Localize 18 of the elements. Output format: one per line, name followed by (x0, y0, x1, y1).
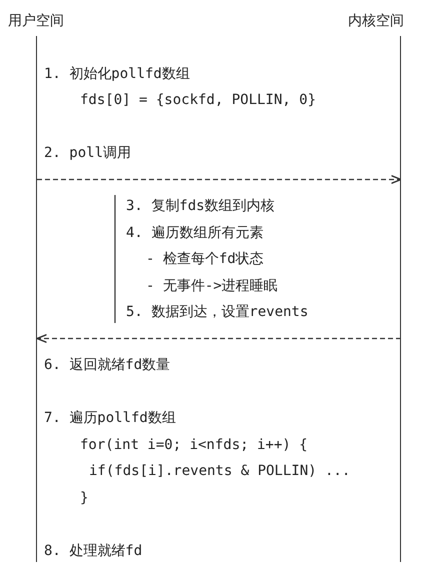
step-text: - 检查每个fd状态 (146, 250, 264, 268)
step-text: if(fds[i].revents & POLLIN) ... (89, 462, 350, 480)
arrow (36, 334, 401, 344)
step-text: 6. 返回就绪fd数量 (44, 356, 170, 374)
lifeline-heading: 用户空间 (8, 12, 64, 30)
step-text: - 无事件->进程睡眠 (146, 276, 278, 294)
step-text: } (80, 488, 88, 506)
step-text: fds[0] = {sockfd, POLLIN, 0} (80, 91, 316, 109)
lifeline-heading: 内核空间 (348, 12, 404, 30)
arrow (37, 174, 402, 184)
step-text: 8. 处理就绪fd (44, 542, 142, 560)
step-text: 7. 遍历pollfd数组 (44, 409, 176, 427)
step-text: 3. 复制fds数组到内核 (126, 197, 275, 215)
step-text: 4. 遍历数组所有元素 (126, 224, 264, 242)
step-text: 1. 初始化pollfd数组 (44, 64, 190, 82)
step-text: 2. poll调用 (44, 144, 132, 162)
step-text: for(int i=0; i<nfds; i++) { (80, 436, 308, 454)
step-text: 5. 数据到达，设置revents (126, 303, 308, 321)
